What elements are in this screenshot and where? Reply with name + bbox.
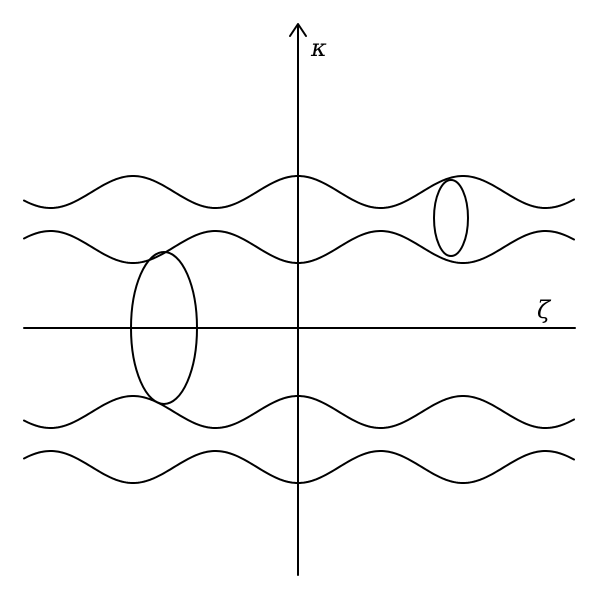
zeta-axis-label: ζ [537, 296, 552, 324]
upper-outer-wave [23, 175, 575, 209]
kappa-axis-label: κ [310, 34, 327, 62]
upper-inner-wave [23, 230, 575, 264]
lower-outer-wave [23, 450, 575, 484]
large-ellipse [130, 251, 198, 405]
wavy-curves [23, 175, 575, 484]
lower-inner-wave [23, 395, 575, 429]
small-ellipse [433, 179, 469, 257]
kappa-axis-arrowhead [289, 23, 307, 37]
ellipses [130, 179, 469, 405]
